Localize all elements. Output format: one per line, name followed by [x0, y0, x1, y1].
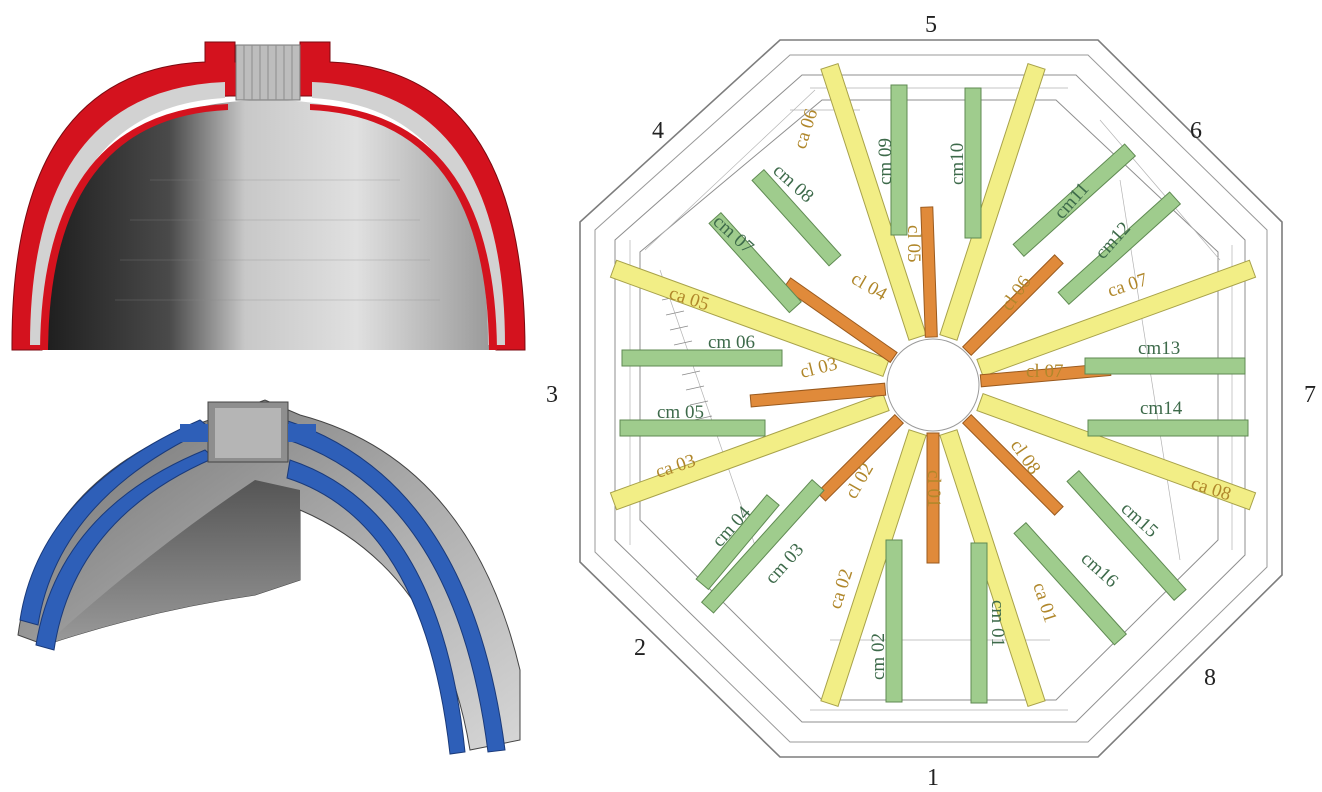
dome-cross-section-drawing — [11, 41, 526, 351]
dome-cavity — [45, 480, 300, 645]
gauge-layout-plan-drawing: 1 2 3 4 5 6 7 8 ca 01 ca 02 ca 03 ca 05 … — [546, 12, 1316, 791]
gauge-cl-06 — [961, 254, 1064, 357]
gauge-layout-plan: 1 2 3 4 5 6 7 8 ca 01 ca 02 ca 03 ca 05 … — [540, 0, 1322, 791]
gauge-label-cm05: cm 05 — [657, 402, 704, 423]
gauge-cm-14 — [1087, 419, 1249, 437]
gauge-cm-01 — [970, 542, 988, 704]
gauge-label-cm02: cm 02 — [868, 633, 889, 680]
middle-octagon — [614, 74, 1246, 723]
crown-plug-hatching — [243, 45, 293, 100]
gauge-label-cm16: cm16 — [1077, 548, 1122, 592]
dome-interior — [45, 100, 490, 350]
gauge-cm-16 — [1013, 521, 1128, 646]
inner-octagon — [639, 99, 1219, 701]
gauge-label-ca07: ca 07 — [1105, 269, 1150, 302]
gauge-label-ca01: ca 01 — [1028, 580, 1061, 625]
gauge-ca-05 — [820, 62, 927, 341]
gauge-ca-02 — [820, 429, 927, 708]
gauge-cm-15 — [1066, 469, 1187, 601]
gauge-label-cm14: cm14 — [1140, 398, 1183, 419]
crown-flange-left — [180, 424, 208, 442]
gauge-cm-07 — [708, 211, 802, 314]
gauge-cm-12 — [1057, 191, 1182, 306]
central-opening — [886, 338, 980, 432]
outer-octagon-inner-edge — [594, 54, 1268, 743]
gauge-label-cm01: cm 01 — [987, 600, 1008, 647]
gauge-cm-13 — [1084, 357, 1246, 375]
gauge-label-ca08: ca 08 — [1188, 473, 1233, 506]
gauge-label-cl03: cl 03 — [798, 353, 839, 382]
gauge-ca-06 — [939, 62, 1046, 341]
gauge-cm-05 — [619, 419, 766, 437]
side-label-3: 3 — [546, 382, 558, 408]
gauge-cl-02 — [816, 413, 905, 502]
outer-octagon — [579, 39, 1283, 758]
side-label-8: 8 — [1204, 665, 1216, 691]
gauge-cm-11 — [1012, 143, 1137, 258]
gauge-cl-01 — [926, 432, 940, 564]
gauge-cl-03 — [749, 382, 887, 408]
gauge-cm-09 — [890, 84, 908, 236]
gauge-label-cl04: cl 04 — [848, 268, 891, 305]
gauge-ca-04 — [609, 259, 890, 377]
gauge-cm-02 — [885, 539, 903, 703]
gauge-cm-10 — [964, 87, 982, 239]
gauge-ca-03 — [609, 393, 890, 511]
inner-steel-liner-right — [286, 459, 466, 755]
dome-3d-cutaway — [0, 380, 540, 780]
gauge-cm-08 — [751, 168, 842, 267]
gauge-label-ca06: ca 06 — [790, 106, 823, 151]
gauge-label-cm09: cm 09 — [875, 138, 896, 185]
side-label-2: 2 — [634, 635, 646, 661]
side-label-5: 5 — [925, 12, 937, 38]
side-label-6: 6 — [1190, 118, 1202, 144]
side-label-1: 1 — [927, 765, 939, 787]
dome-cross-section — [0, 0, 540, 365]
gauge-label-ca05: ca 05 — [666, 283, 711, 316]
outer-steel-shell-right — [281, 419, 506, 753]
gauge-label-cl05: cl 05 — [903, 225, 924, 262]
side-label-7: 7 — [1304, 382, 1316, 408]
gauge-label-cm06: cm 06 — [708, 332, 755, 353]
gauge-cm-06 — [621, 349, 783, 367]
dome-3d-cutaway-drawing — [17, 399, 521, 755]
gauge-label-cm13: cm13 — [1138, 338, 1180, 359]
gauge-cl-05 — [920, 206, 938, 338]
crown-plug-face — [215, 408, 281, 458]
gauge-ca-08 — [976, 393, 1257, 511]
dome-interior-rings — [115, 179, 440, 301]
side-label-4: 4 — [652, 118, 664, 144]
gauge-cl-08 — [961, 413, 1064, 516]
gauge-cm-04 — [695, 494, 780, 591]
gauge-label-cl07: cl 07 — [1026, 361, 1063, 382]
gauge-label-cm10: cm10 — [947, 143, 968, 185]
crown-flange-right — [288, 424, 316, 442]
gauge-ca-07 — [976, 259, 1257, 377]
gauge-cm-03 — [700, 478, 825, 614]
gauge-label-cl01: cl 01 — [923, 470, 944, 507]
gauge-cl-04 — [783, 277, 898, 364]
